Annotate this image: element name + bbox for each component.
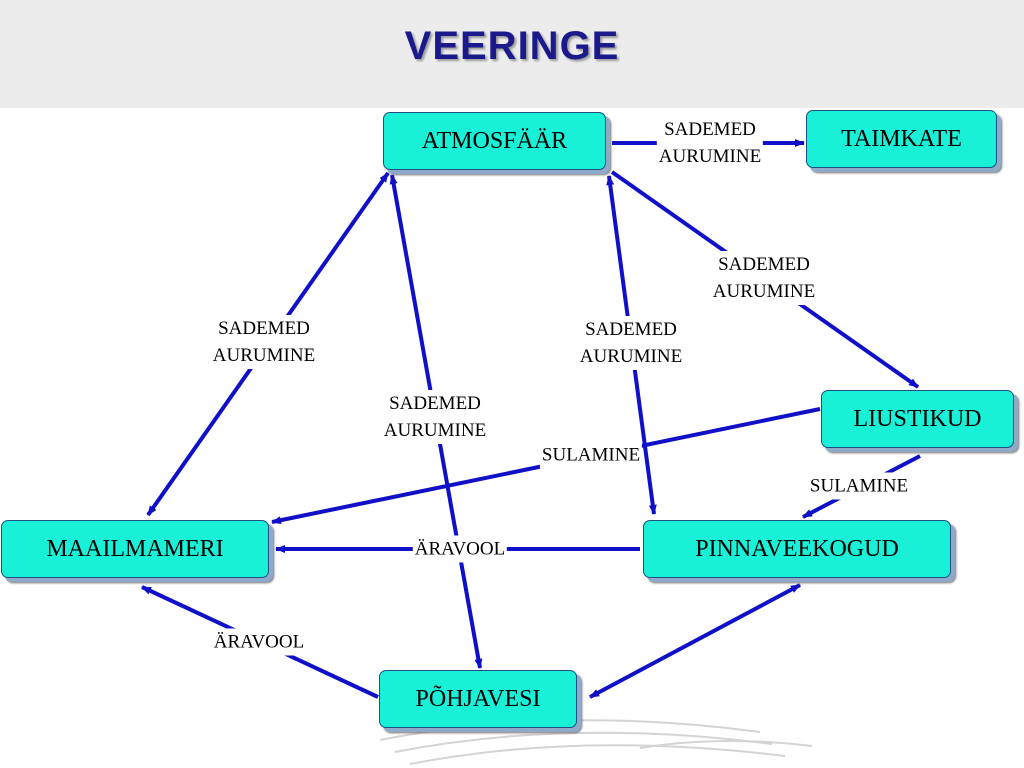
node-atmosfaar: ATMOSFÄÄR [383,112,606,170]
label-atmosfaar-taimkate-line2: AURUMINE [658,146,762,167]
node-pinnaveekogud-label: PINNAVEEKOGUD [695,535,899,562]
node-maailmameri-label: MAAILMAMERI [46,535,224,562]
label-atmosfaar-liustikud: SADEMED AURUMINE [710,251,818,305]
label-atmosfaar-maailmameri-line1: SADEMED [218,318,310,339]
label-atmosfaar-pohjavesi: SADEMED AURUMINE [381,390,489,444]
title-banner [0,0,1024,108]
label-atmosfaar-pinnaveekogud-line2: AURUMINE [579,346,683,367]
label-atmosfaar-liustikud-line1: SADEMED [718,254,810,275]
label-atmosfaar-taimkate-line1: SADEMED [664,119,756,140]
node-atmosfaar-label: ATMOSFÄÄR [421,127,568,154]
page-title: VEERINGE [404,24,620,68]
node-pinnaveekogud: PINNAVEEKOGUD [643,520,951,578]
label-atmosfaar-maailmameri-line2: AURUMINE [212,345,316,366]
label-atmosfaar-liustikud-line2: AURUMINE [712,281,816,302]
label-liustikud-pinnaveekogud: SULAMINE [807,472,911,500]
label-pohjavesi-maailmameri: ÄRAVOOL [211,628,307,656]
label-atmosfaar-taimkate: SADEMED AURUMINE [656,116,764,170]
label-pinnaveekogud-maailmameri: ÄRAVOOL [412,535,508,563]
node-liustikud: LIUSTIKUD [821,390,1014,448]
node-pohjavesi-label: PÕHJAVESI [415,685,541,712]
label-atmosfaar-pinnaveekogud: SADEMED AURUMINE [577,316,685,370]
node-maailmameri: MAAILMAMERI [1,520,269,578]
node-pohjavesi: PÕHJAVESI [379,670,577,728]
label-liustikud-maailmameri: SULAMINE [539,441,643,469]
label-atmosfaar-pohjavesi-line2: AURUMINE [383,420,487,441]
node-liustikud-label: LIUSTIKUD [853,405,982,432]
label-atmosfaar-maailmameri: SADEMED AURUMINE [210,315,318,369]
arrow-pohjavesi-pinnaveekogud [589,583,801,699]
label-atmosfaar-pohjavesi-line1: SADEMED [389,393,481,414]
label-atmosfaar-pinnaveekogud-line1: SADEMED [585,319,677,340]
node-taimkate: TAIMKATE [806,110,997,168]
node-taimkate-label: TAIMKATE [841,125,962,152]
